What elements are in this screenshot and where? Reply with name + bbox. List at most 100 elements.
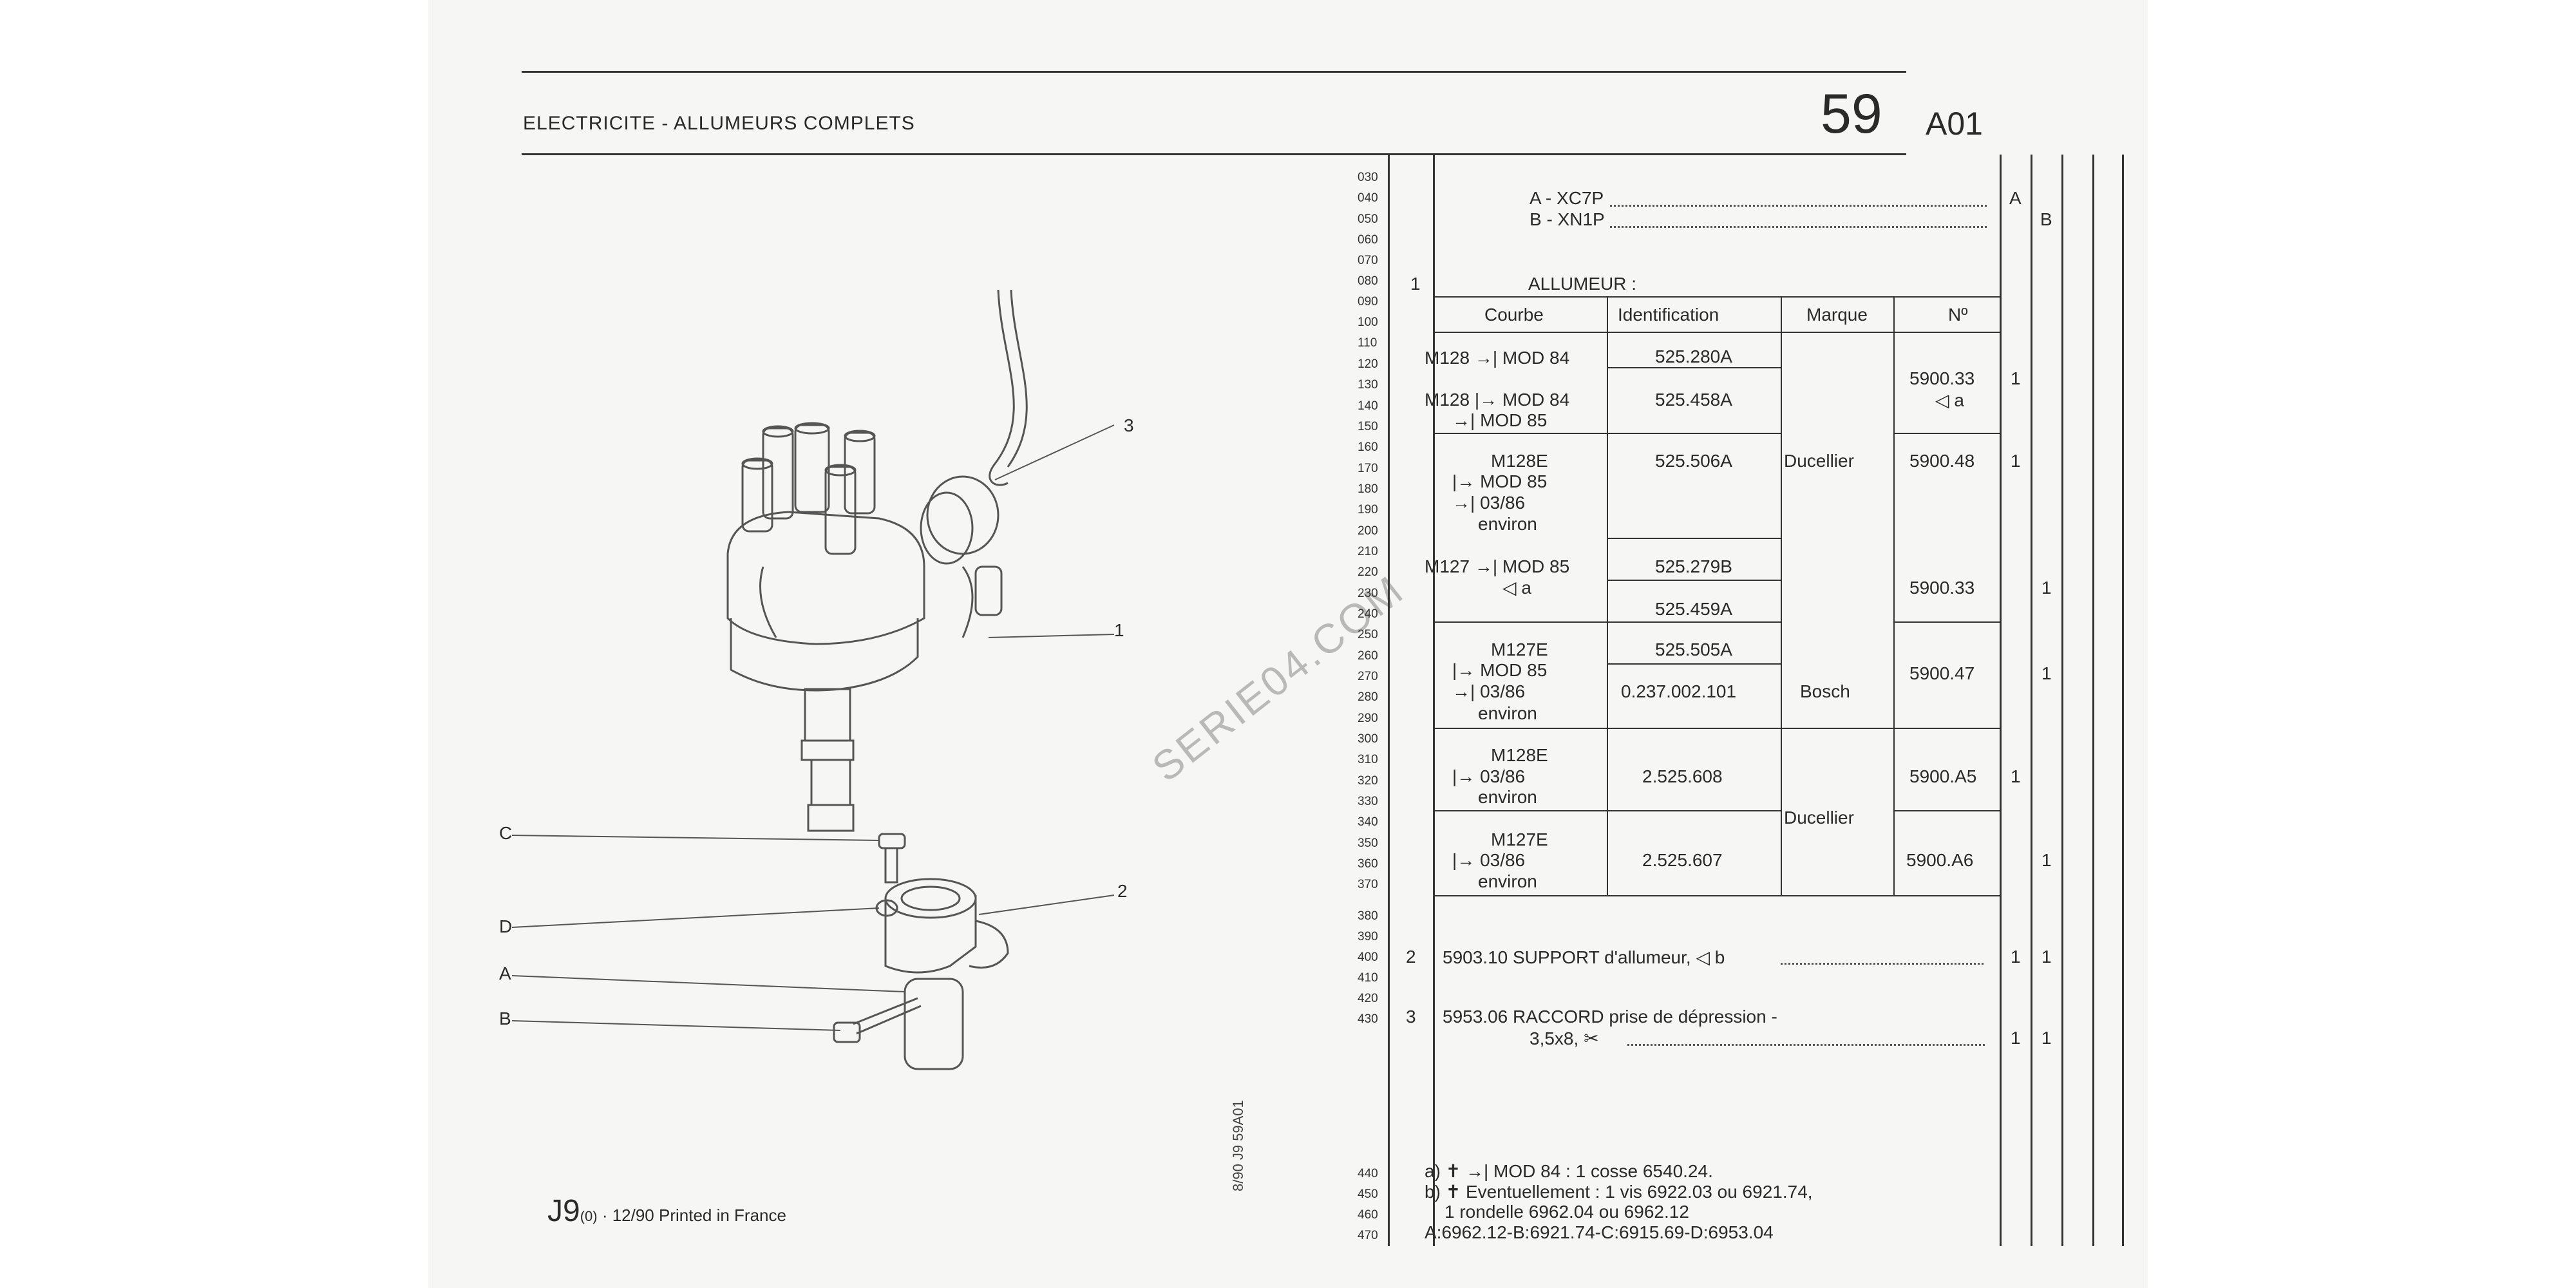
r2-cond2-text: MOD 85 [1480, 410, 1548, 430]
table-left-border [1388, 155, 1390, 1246]
p3-qty-a: 1 [2011, 1028, 2021, 1048]
r6-cond-text: 03/86 [1480, 766, 1526, 786]
footer-text: · 12/90 Printed in France [597, 1206, 786, 1225]
grid-v-courbe [1433, 296, 1434, 895]
letter-a: A [499, 963, 511, 983]
row-number: 440 [1358, 1167, 1378, 1180]
r6-qty: 1 [2011, 766, 2021, 786]
until-arrow-icon: →| [1452, 410, 1475, 430]
p2-index: 2 [1406, 947, 1416, 967]
header-marque: Marque [1806, 305, 1868, 325]
row-number: 350 [1358, 837, 1378, 850]
r4-qty: 1 [2041, 578, 2052, 598]
footer-vertical: 8/90 J9 59A01 [1230, 1100, 1246, 1191]
variant-a-dots [1610, 205, 1987, 207]
row-number: 240 [1358, 607, 1378, 621]
grid-v-ident [1607, 296, 1608, 895]
note-marker-icon: ◁ [1696, 947, 1710, 967]
r4-courbe-code: M127 [1425, 556, 1470, 576]
r12-qty: 1 [2011, 368, 2021, 388]
row-number: 380 [1358, 909, 1378, 923]
footer-code: J9 [547, 1194, 580, 1228]
row-number: 430 [1358, 1012, 1378, 1026]
r3-num: 5900.48 [1909, 451, 1975, 471]
r2-courbe: M128 |→ MOD 84 [1425, 390, 1569, 410]
row-number: 080 [1358, 274, 1378, 288]
r7-cond: |→ 03/86 [1452, 850, 1525, 871]
page-ref: A01 [1926, 106, 1983, 142]
row-number: 040 [1358, 191, 1378, 205]
note-a: a) ✝ →| MOD 84 : 1 cosse 6540.24. [1425, 1160, 1713, 1182]
r12-note-letter: a [1954, 390, 1964, 410]
r5-cond2-text: 03/86 [1480, 681, 1526, 701]
row-number: 450 [1358, 1188, 1378, 1201]
row-number: 340 [1358, 815, 1378, 829]
row-number: 210 [1358, 545, 1378, 558]
marque-bottom: Ducellier [1784, 808, 1854, 828]
callout-3: 3 [1124, 415, 1134, 435]
top-rule [522, 71, 1906, 73]
row-number: 150 [1358, 420, 1378, 433]
row-number: 230 [1358, 587, 1378, 600]
row-number: 410 [1358, 971, 1378, 985]
r6-cond: |→ 03/86 [1452, 766, 1525, 787]
r2-courbe-code: M128 [1425, 390, 1470, 410]
header-numero: Nº [1948, 305, 1968, 325]
until-arrow-icon: →| [1465, 1161, 1489, 1181]
grid-h-r7n [1893, 810, 2000, 811]
r7-num: 5900.A6 [1906, 850, 1974, 870]
cross-icon: ✝ [1445, 1182, 1461, 1202]
row-number: 260 [1358, 649, 1378, 663]
row-number: 320 [1358, 774, 1378, 788]
header-courbe: Courbe [1484, 305, 1544, 325]
p3-index: 3 [1406, 1007, 1416, 1027]
p2-qty-a: 1 [2011, 947, 2021, 967]
note-a-text: MOD 84 : 1 cosse 6540.24. [1493, 1161, 1713, 1181]
r4-courbe: M127 →| MOD 85 [1425, 556, 1569, 577]
p2-text: 5903.10 SUPPORT d'allumeur, [1443, 947, 1691, 967]
cross-icon: ✝ [1445, 1161, 1461, 1181]
r7-courbe: M127E [1491, 829, 1548, 849]
note-b: b) ✝ Eventuellement : 1 vis 6922.03 ou 6… [1425, 1181, 1813, 1202]
note-b-text: Eventuellement : 1 vis 6922.03 ou 6921.7… [1465, 1182, 1813, 1202]
allumeur-index: 1 [1410, 274, 1421, 294]
variant-b-mark: B [2040, 209, 2052, 229]
grid-h-r3n [1893, 433, 2000, 434]
r3-courbe: M128E [1491, 451, 1548, 471]
table-col-qa [2000, 155, 2002, 1246]
legend-line: A:6962.12-B:6921.74-C:6915.69-D:6953.04 [1425, 1222, 1774, 1242]
row-number: 400 [1358, 951, 1378, 964]
row-number: 250 [1358, 628, 1378, 641]
r4-note: ◁ a [1502, 577, 1531, 598]
row-number: 390 [1358, 930, 1378, 943]
header-rule [522, 153, 1906, 155]
note-marker-icon: ◁ [1502, 578, 1517, 598]
row-number: 140 [1358, 399, 1378, 413]
note-marker-icon: ◁ [1935, 390, 1949, 410]
row-number: 060 [1358, 233, 1378, 247]
distributor-diagram [511, 289, 1115, 1070]
from-arrow-icon: |→ [1452, 471, 1475, 491]
grid-h-r4 [1607, 538, 1781, 539]
row-number: 220 [1358, 565, 1378, 579]
r1-courbe: M128 →| MOD 84 [1425, 348, 1569, 368]
p3-qty-b: 1 [2041, 1028, 2052, 1048]
r3-cond2: →| 03/86 [1452, 493, 1525, 513]
p2-dots [1781, 963, 1984, 965]
table-right-border [2122, 155, 2124, 1246]
callout-1: 1 [1114, 620, 1124, 640]
r3-cond3: environ [1478, 514, 1537, 534]
footer: J9(0) · 12/90 Printed in France [547, 1193, 786, 1229]
row-number: 360 [1358, 857, 1378, 871]
r5-num: 5900.47 [1909, 663, 1975, 683]
row-number: 280 [1358, 690, 1378, 704]
r3-ident: 525.506A [1655, 451, 1732, 471]
r5-courbe: M127E [1491, 639, 1548, 659]
r5-marque: Bosch [1800, 681, 1850, 701]
row-number: 050 [1358, 213, 1378, 226]
grid-h-r5b [1607, 663, 1781, 665]
r2-ident: 525.458A [1655, 390, 1732, 410]
grid-h-r4b [1607, 580, 1781, 581]
r2-cond: MOD 84 [1502, 390, 1570, 410]
r5-ident2: 0.237.002.101 [1621, 681, 1737, 701]
